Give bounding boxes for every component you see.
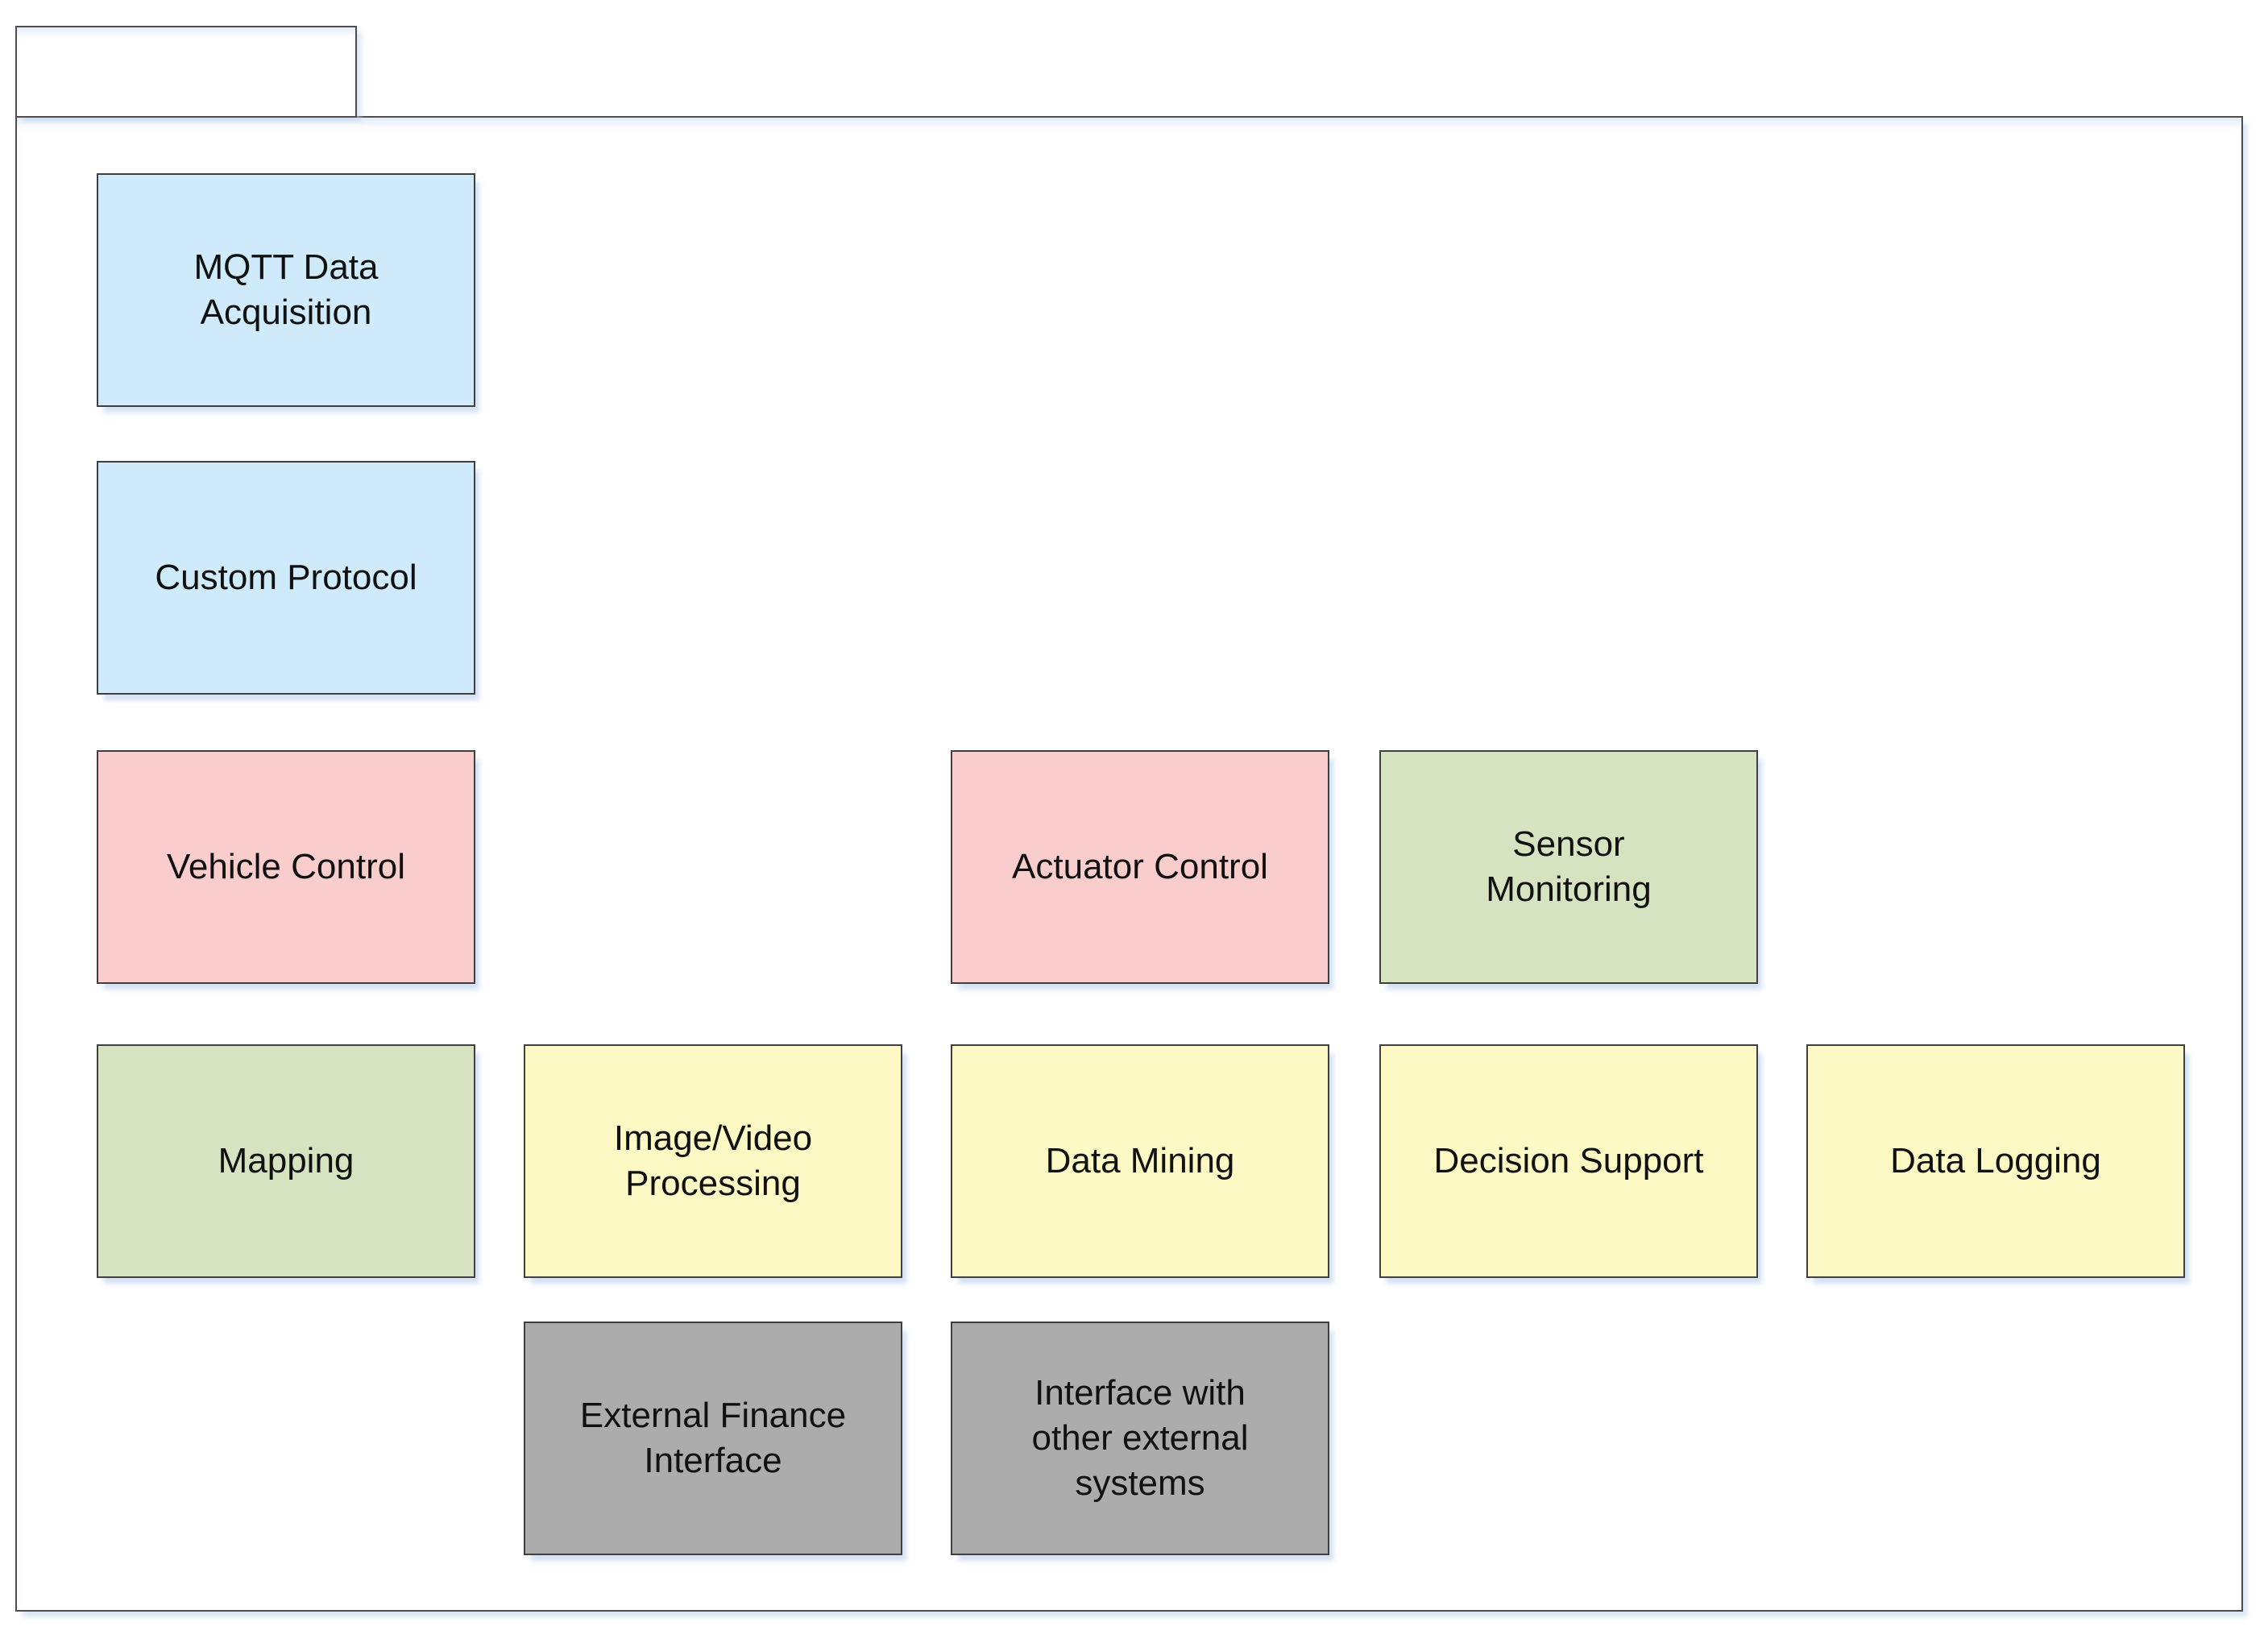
node-label: Sensor Monitoring <box>1486 824 1652 909</box>
node-label: Actuator Control <box>1012 846 1268 886</box>
node-label: Decision Support <box>1433 1140 1704 1180</box>
node-external-finance-interface[interactable]: External Finance Interface <box>524 1322 902 1555</box>
node-label: Mapping <box>218 1140 355 1180</box>
node-mqtt-data-acquisition[interactable]: MQTT Data Acquisition <box>97 173 475 407</box>
node-label: Interface with other external systems <box>1031 1372 1249 1504</box>
node-decision-support[interactable]: Decision Support <box>1379 1044 1758 1278</box>
node-actuator-control[interactable]: Actuator Control <box>951 750 1329 984</box>
node-custom-protocol[interactable]: Custom Protocol <box>97 461 475 695</box>
node-label: External Finance Interface <box>579 1395 847 1480</box>
node-vehicle-control[interactable]: Vehicle Control <box>97 750 475 984</box>
node-data-logging[interactable]: Data Logging <box>1806 1044 2185 1278</box>
node-label: Image/Video Processing <box>613 1118 813 1203</box>
node-label: MQTT Data Acquisition <box>193 247 379 332</box>
node-data-mining[interactable]: Data Mining <box>951 1044 1329 1278</box>
package-tab[interactable] <box>15 26 357 118</box>
node-sensor-monitoring[interactable]: Sensor Monitoring <box>1379 750 1758 984</box>
node-mapping[interactable]: Mapping <box>97 1044 475 1278</box>
node-interface-with-other-external-systems[interactable]: Interface with other external systems <box>951 1322 1329 1555</box>
node-label: Data Mining <box>1045 1140 1235 1180</box>
node-label: Data Logging <box>1890 1140 2101 1180</box>
node-label: Vehicle Control <box>167 846 405 886</box>
node-image-video-processing[interactable]: Image/Video Processing <box>524 1044 902 1278</box>
node-label: Custom Protocol <box>155 557 417 597</box>
